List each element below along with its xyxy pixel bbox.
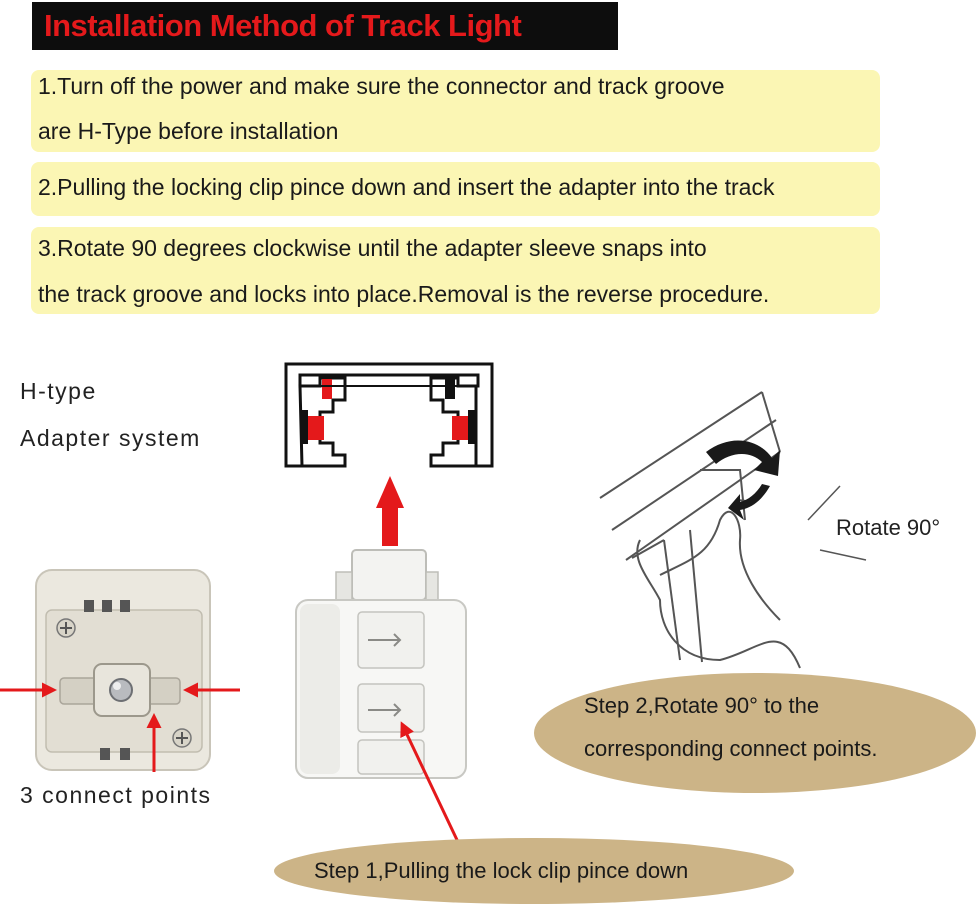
step-2-callout-line-2: corresponding connect points. [584, 736, 878, 761]
system-label-line-1: H-type [20, 378, 97, 404]
step-1-callout-text: Step 1,Pulling the lock clip pince down [314, 858, 689, 883]
step-1-callout: Step 1,Pulling the lock clip pince down [274, 838, 794, 904]
page-title: Installation Method of Track Light [44, 8, 522, 43]
connect-points-label: 3 connect points [20, 782, 212, 808]
rotate-label: Rotate 90° [836, 515, 941, 540]
rotate-arrow-icon [706, 440, 780, 520]
track-profile-diagram [284, 362, 494, 468]
step-3-line-2: the track groove and locks into place.Re… [38, 281, 770, 307]
red-arrow-icon [376, 476, 404, 546]
step-2-callout: Step 2,Rotate 90° to the corresponding c… [534, 673, 976, 793]
adapter-side-view [295, 549, 467, 843]
title-banner: Installation Method of Track Light [32, 2, 618, 50]
step-1-line-2: are H-Type before installation [38, 118, 339, 144]
step-3-line-1: 3.Rotate 90 degrees clockwise until the … [38, 235, 707, 261]
system-label-line-2: Adapter system [20, 425, 201, 451]
hand-rotate-illustration [599, 391, 867, 669]
step-2-box: 2.Pulling the locking clip pince down an… [31, 162, 880, 216]
step-2-callout-line-1: Step 2,Rotate 90° to the [584, 693, 820, 718]
step-2-line-1: 2.Pulling the locking clip pince down an… [38, 174, 775, 200]
step-3-box: 3.Rotate 90 degrees clockwise until the … [31, 227, 880, 314]
adapter-bottom-view [0, 569, 240, 772]
step-1-box: 1.Turn off the power and make sure the c… [31, 70, 880, 152]
step-1-line-1: 1.Turn off the power and make sure the c… [38, 73, 725, 99]
